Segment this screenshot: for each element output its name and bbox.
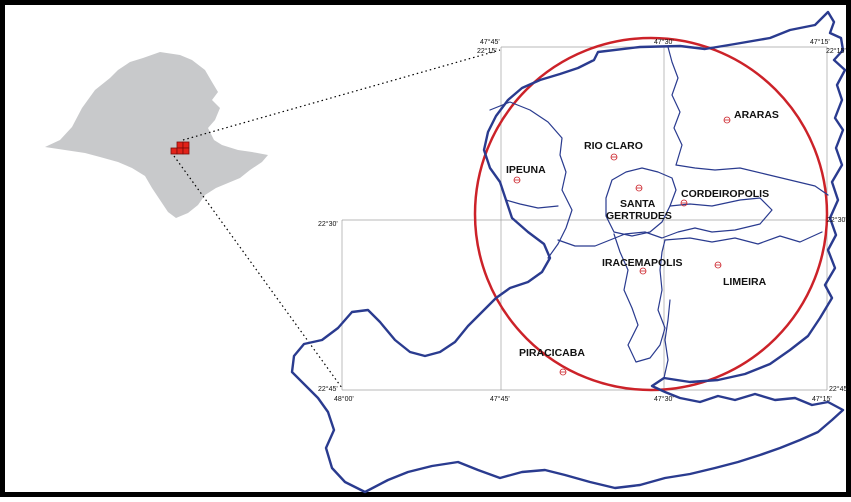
label-cordeiropolis: CORDEIROPOLIS <box>681 188 769 200</box>
label-ipeuna: IPEUNA <box>506 164 546 176</box>
boundary-rio-claro-south <box>557 227 696 247</box>
label-iracemapolis: IRACEMAPOLIS <box>602 257 683 269</box>
coord-lon-4715-bottom: 47°15' <box>812 395 832 403</box>
city-marker-icon <box>680 199 688 207</box>
city-marker-icon <box>559 368 567 376</box>
city-marker-icon <box>635 184 643 192</box>
coordinate-grid <box>341 46 828 391</box>
city-marker-icon <box>610 153 618 161</box>
state-inset <box>45 52 268 218</box>
boundary-ipeuna-south <box>505 199 559 209</box>
leader-line-bottom <box>173 155 343 389</box>
label-santa-gertrudes-line2: GERTRUDES <box>606 210 672 222</box>
coord-lon-4800-bottom: 48°00' <box>334 395 354 403</box>
leader-line-top <box>182 49 501 141</box>
label-santa-gertrudes-line1: SANTA <box>620 198 656 210</box>
city-marker-icon <box>714 261 722 269</box>
municipality-labels: ARARAS RIO CLARO IPEUNA CORDEIROPOLIS SA… <box>506 109 779 359</box>
label-rio-claro: RIO CLARO <box>584 140 643 152</box>
coord-lon-4730-top: 47°30' <box>654 38 674 46</box>
sao-paulo-state-shape <box>45 52 268 218</box>
coord-lat-2215-right: 22°15' <box>826 47 846 55</box>
coord-lat-2215-left: 22°15' <box>477 47 497 55</box>
outer-boundary <box>290 10 847 494</box>
coord-lat-2245-left: 22°45' <box>318 385 338 393</box>
boundary-limeira-piracicaba <box>663 299 671 379</box>
coord-lon-4730-bottom: 47°30' <box>654 395 674 403</box>
city-markers <box>513 116 731 376</box>
boundary-iracemapolis <box>613 233 666 363</box>
study-area-circle <box>473 36 829 392</box>
boundary-rio-claro-araras <box>667 46 683 166</box>
boundary-rio-claro-ipeuna <box>489 101 573 259</box>
coord-lon-4715-top: 47°15' <box>810 38 830 46</box>
city-marker-icon <box>639 267 647 275</box>
label-limeira: LIMEIRA <box>723 276 767 288</box>
boundary-limeira-cordeiropolis <box>664 231 823 245</box>
coordinate-labels: 47°45' 47°30' 47°15' 22°15' 22°15' 22°30… <box>318 38 849 403</box>
city-marker-icon <box>513 176 521 184</box>
label-araras: ARARAS <box>734 109 779 121</box>
coord-lon-4745-top: 47°45' <box>480 38 500 46</box>
coord-lat-2230-left: 22°30' <box>318 220 338 228</box>
coord-lat-2245-right: 22°45' <box>829 385 849 393</box>
coord-lon-4745-bottom: 47°45' <box>490 395 510 403</box>
city-marker-icon <box>723 116 731 124</box>
boundary-cordeiropolis <box>669 164 829 233</box>
boundary-santa-gertrudes <box>605 167 677 237</box>
municipal-boundaries <box>290 10 847 494</box>
study-area-highlight <box>170 141 190 155</box>
coord-lat-2230-right: 22°30' <box>827 216 847 224</box>
label-piracicaba: PIRACICABA <box>519 347 585 359</box>
